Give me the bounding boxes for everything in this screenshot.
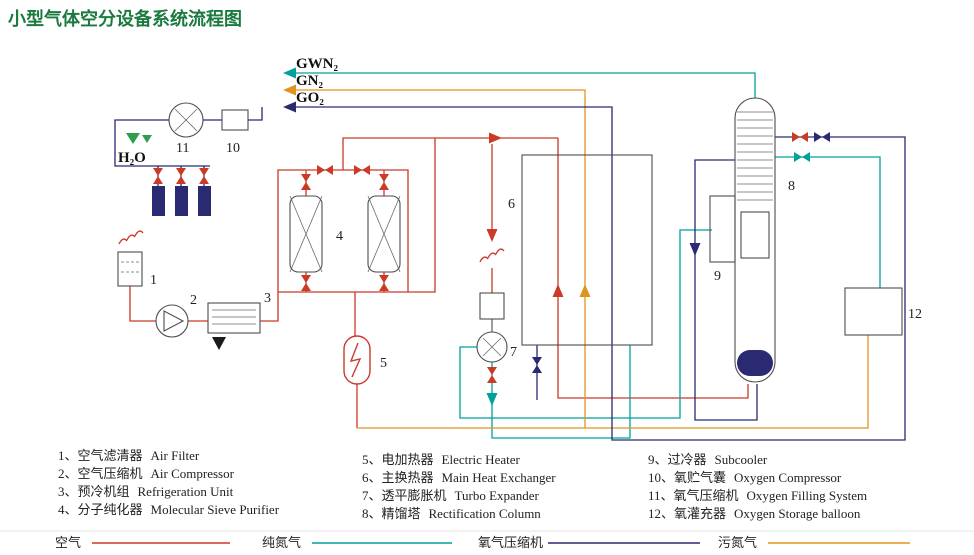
main-heat-exchanger <box>521 154 653 346</box>
equipment-number-5: 5 <box>380 356 387 371</box>
oxygen-down-arrow-icon <box>689 243 701 256</box>
electric-heater <box>343 335 371 385</box>
purifier-header-valve-icon <box>317 165 333 175</box>
purifier-valve-icon <box>379 275 389 291</box>
air-up-arrow-icon <box>552 284 564 297</box>
gwn2-arrow-icon <box>283 67 296 79</box>
line-legend-label: 纯氮气 <box>262 535 301 550</box>
h2o-label: H₂O <box>118 150 146 166</box>
equipment-number-3: 3 <box>264 291 271 306</box>
line-color-legend: 空气 纯氮气 氧气压缩机 污氮气 <box>55 535 910 550</box>
waste-nitrogen-flow-lines <box>287 89 869 429</box>
air-flow-lines <box>118 137 749 428</box>
equipment-number-9: 9 <box>714 269 721 284</box>
oxygen-cylinders <box>152 186 211 216</box>
gwn2-label: GWN₂ <box>296 56 339 72</box>
purifier-header-valve-icon <box>354 165 370 175</box>
equipment-numbers: 1 2 3 4 5 6 7 8 9 10 11 12 <box>150 141 922 371</box>
cylinder-valve-icon <box>176 168 186 184</box>
gn2-label: GN₂ <box>296 73 324 89</box>
air-right-arrow-icon <box>489 132 502 144</box>
purifier-valve-icon <box>301 275 311 291</box>
pure-nitrogen-flow-lines <box>287 72 881 439</box>
equipment-number-1: 1 <box>150 273 157 288</box>
equipment-number-6: 6 <box>508 197 515 212</box>
oxygen-flow-lines <box>114 106 906 441</box>
molecular-sieve-purifier-left <box>289 195 323 273</box>
condenser-evaporator <box>740 211 770 259</box>
equipment-number-2: 2 <box>190 293 197 308</box>
cylinder-valve-icon <box>199 168 209 184</box>
line-legend-label: 空气 <box>55 535 81 550</box>
go2-arrow-icon <box>283 101 296 113</box>
water-drain-arrow-icon <box>126 133 140 144</box>
page-title: 小型气体空分设备系统流程图 <box>8 8 242 29</box>
cylinder-valve-icon <box>153 168 163 184</box>
molecular-sieve-purifier-right <box>367 195 401 273</box>
liquid-oxygen-pool <box>737 350 773 376</box>
column-top-valve-icon <box>814 132 830 142</box>
air-filter <box>117 251 143 287</box>
turbo-expander <box>476 292 508 363</box>
oxygen-compressor <box>168 102 204 138</box>
line-legend-label: 污氮气 <box>718 535 757 550</box>
subcooler <box>709 195 736 263</box>
go2-label: GO₂ <box>296 90 324 106</box>
equipment-number-11: 11 <box>176 141 189 156</box>
equipment-number-7: 7 <box>510 345 517 360</box>
equipment-number-4: 4 <box>336 229 343 244</box>
expander-feed-down-arrow-icon <box>486 229 498 242</box>
equipment-number-8: 8 <box>788 179 795 194</box>
oxygen-buffer-box <box>221 109 249 131</box>
equipment-number-12: 12 <box>908 307 922 322</box>
purifier-valve-icon <box>301 174 311 190</box>
rectification-column <box>734 97 776 383</box>
air-intake-squiggle <box>118 230 144 245</box>
stream-labels: GWN₂ GN₂ GO₂ H₂O <box>118 56 339 166</box>
expander-outlet-valve-icon <box>487 367 497 383</box>
nitrogen-outlet-valve-icon <box>794 152 810 162</box>
refrigeration-unit <box>207 302 261 350</box>
equipment-number-10: 10 <box>226 141 240 156</box>
line-legend-label: 氧气压缩机 <box>478 535 543 550</box>
expander-outlet-down-arrow-icon <box>486 393 498 406</box>
condensate-drain-icon <box>212 337 226 350</box>
oxygen-storage-tank <box>844 287 903 336</box>
expander-intake-squiggle <box>479 248 505 263</box>
flow-arrows <box>126 67 701 406</box>
purifier-valve-icon <box>379 174 389 190</box>
coldbox-drain-valve-icon <box>532 357 542 373</box>
waste-nitrogen-up-arrow-icon <box>579 284 591 297</box>
gn2-arrow-icon <box>283 84 296 96</box>
water-drain-arrow-small-icon <box>142 135 152 143</box>
lightning-icon <box>349 342 362 378</box>
air-compressor <box>155 304 189 338</box>
column-top-valve-icon <box>792 132 808 142</box>
